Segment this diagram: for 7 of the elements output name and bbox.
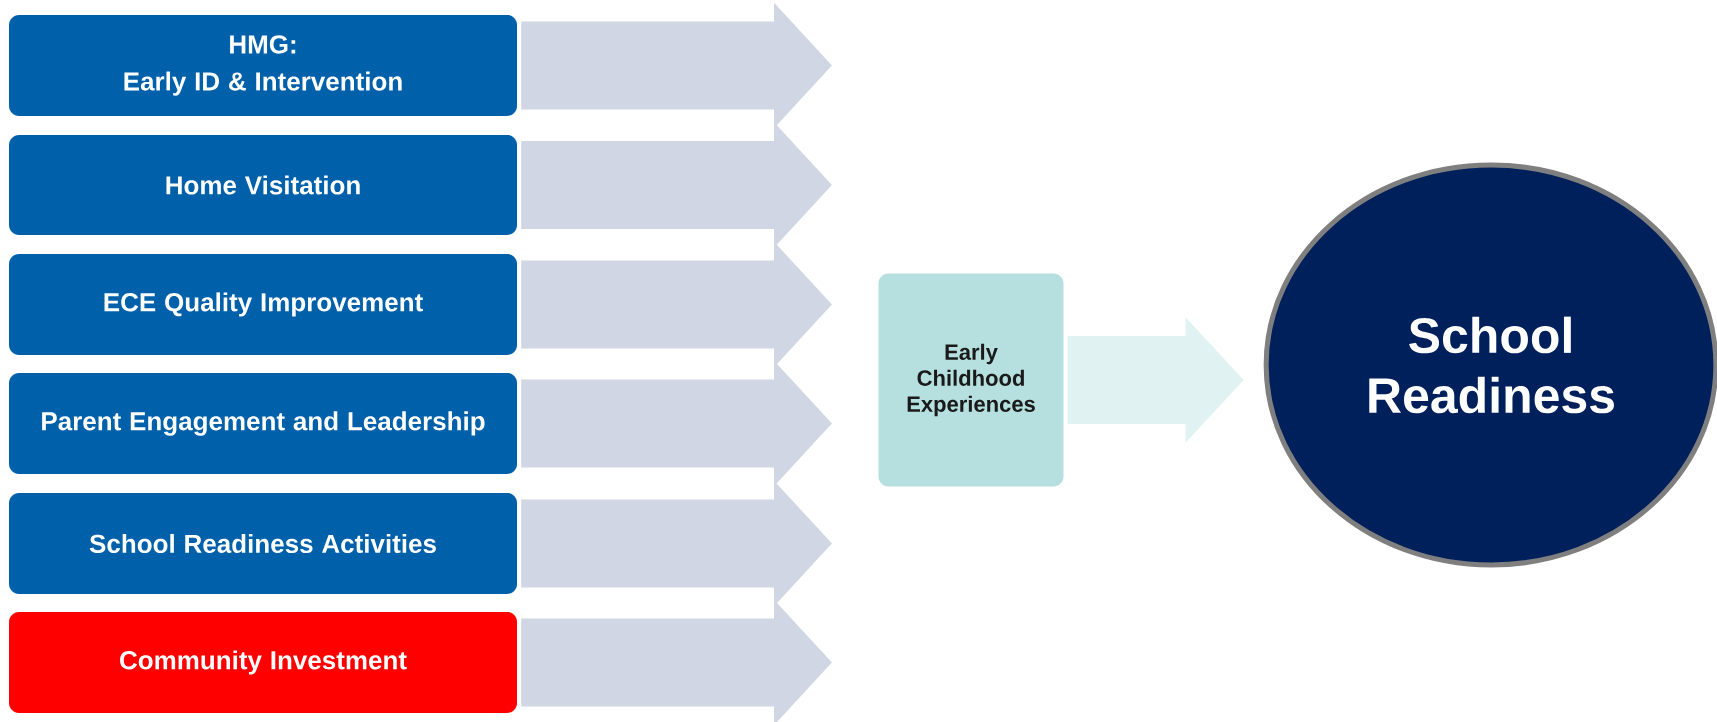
program-box: Parent Engagement and Leadership: [9, 373, 517, 474]
program-box: School Readiness Activities: [9, 493, 517, 594]
outcome-box: Early Childhood Experiences: [878, 273, 1064, 487]
program-box: Home Visitation: [9, 135, 517, 235]
program-box: Community Investment: [9, 612, 517, 713]
program-box: HMG: Early ID & Intervention: [9, 15, 517, 116]
program-box: ECE Quality Improvement: [9, 254, 517, 355]
